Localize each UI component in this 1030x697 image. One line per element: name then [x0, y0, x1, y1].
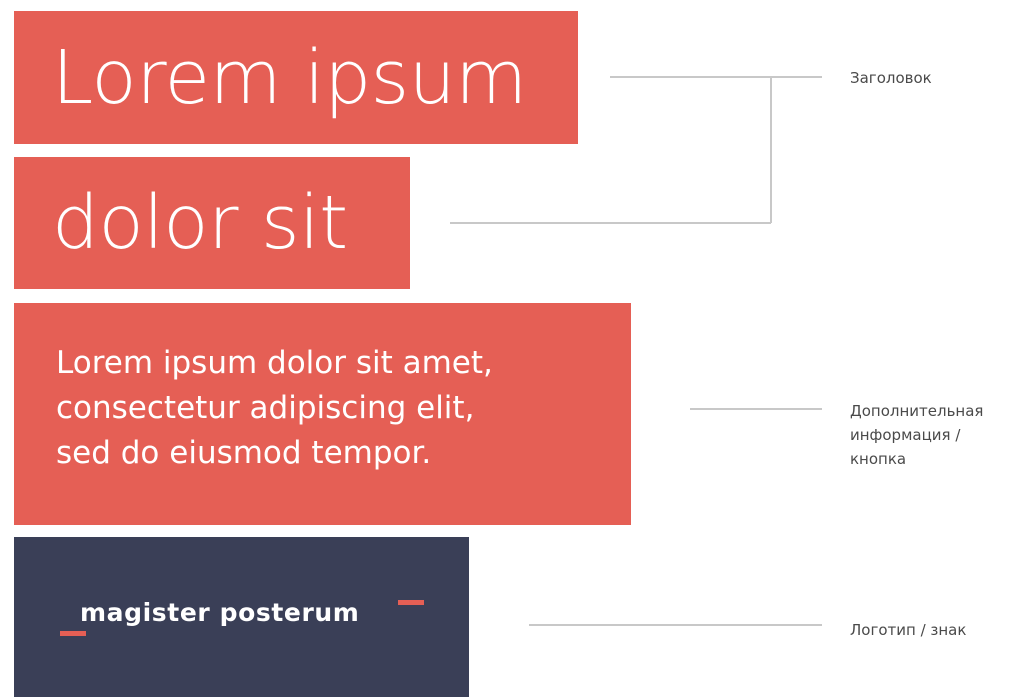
callout-info-line-1: Дополнительная — [850, 402, 984, 420]
callout-logo-text: Логотип / знак — [850, 621, 967, 639]
info-line-1: Lorem ipsum dolor sit amet, — [56, 345, 493, 381]
info-line-2: consectetur adipiscing elit, — [56, 390, 475, 426]
logo-dash-right — [398, 600, 424, 605]
info-line-3: sed do eiusmod tempor. — [56, 435, 432, 471]
callout-info: Дополнительная информация / кнопка — [850, 399, 983, 471]
title-line-1-text: Lorem ipsum — [52, 34, 527, 121]
callout-heading-text: Заголовок — [850, 69, 932, 87]
callout-logo: Логотип / знак — [850, 618, 966, 642]
logo-block: magister posterum — [14, 537, 469, 697]
logo-dash-left — [60, 631, 86, 636]
logo-text: magister posterum — [80, 598, 360, 627]
title-block-line-1: Lorem ipsum — [14, 11, 578, 144]
callout-info-line-3: кнопка — [850, 450, 907, 468]
title-line-2-text: dolor sit — [52, 180, 348, 266]
callout-info-line-2: информация / — [850, 426, 961, 444]
info-block: Lorem ipsum dolor sit amet, consectetur … — [14, 303, 631, 525]
title-block-line-2: dolor sit — [14, 157, 410, 289]
callout-heading: Заголовок — [850, 66, 932, 90]
